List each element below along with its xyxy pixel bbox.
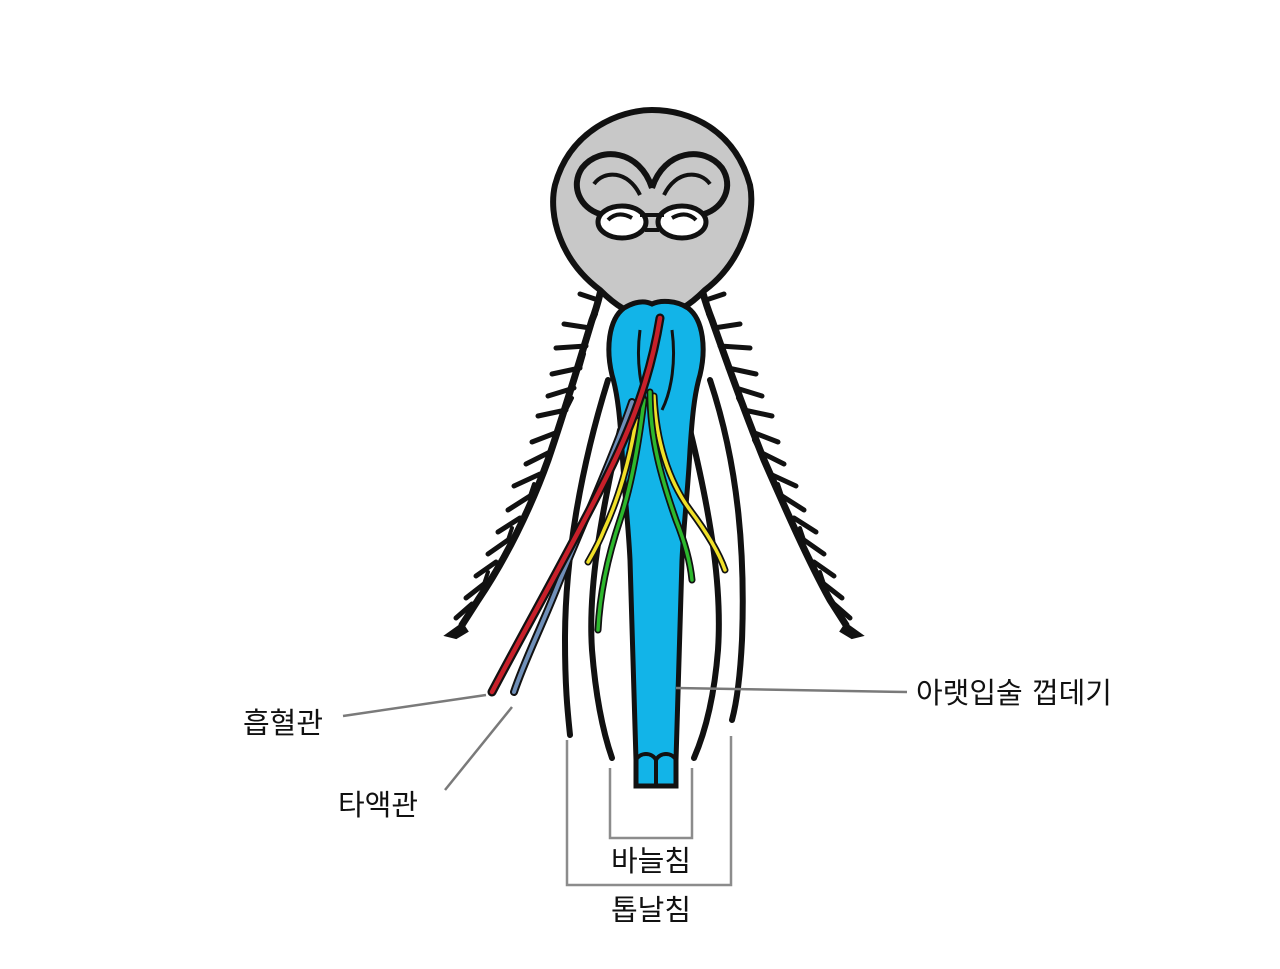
maxillae-bracket <box>608 768 694 840</box>
labium-sheath-label: 아랫입술 껍데기 <box>916 676 1112 710</box>
mandible-stylets <box>561 377 746 738</box>
mandible-inner-yellow <box>584 392 729 574</box>
salivary-duct-label: 타액관 <box>338 788 418 822</box>
salivary-duct-leader-line <box>444 706 513 791</box>
labium-sheath-leader-line <box>675 686 908 694</box>
left-antenna <box>443 228 616 640</box>
food-canal-stylet <box>487 313 665 697</box>
food-canal-label: 흡혈관 <box>243 706 323 740</box>
maxilla-stylets <box>588 427 722 761</box>
mandibles-bracket <box>565 736 733 887</box>
mandibles-label: 톱날침 <box>611 893 691 927</box>
head <box>550 106 755 322</box>
maxilla-inner-green <box>594 388 696 634</box>
food-canal-leader-line <box>342 693 487 718</box>
salivary-duct-stylet <box>510 398 636 696</box>
maxillae-label: 바늘침 <box>611 844 691 878</box>
labium-sheath <box>606 298 706 789</box>
